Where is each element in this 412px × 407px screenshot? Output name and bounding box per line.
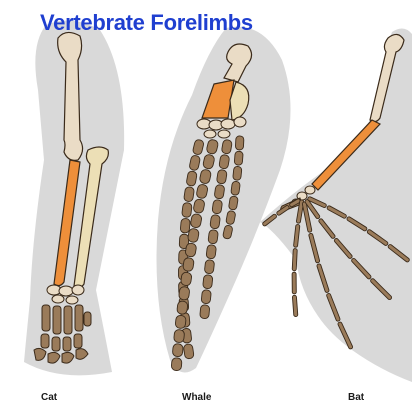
whale-digit-bone — [203, 275, 213, 289]
whale-digit-bone — [182, 202, 193, 217]
whale-digit-bone — [180, 272, 192, 286]
bat-finger-bone — [292, 295, 298, 316]
whale-digit-bone — [200, 305, 210, 319]
whale-digit-bone — [174, 329, 185, 343]
whale-digit-bone — [184, 186, 195, 202]
cat-label: Cat — [41, 392, 58, 403]
whale-digit-bone — [178, 286, 190, 300]
whale-digit-bone — [180, 218, 190, 233]
whale-digit-bone — [171, 358, 182, 371]
cat-forelimb: Cat — [24, 21, 124, 403]
bat-label: Bat — [348, 392, 365, 403]
whale-digit-bone — [228, 196, 238, 211]
whale-digit-bone — [183, 344, 194, 360]
whale-digit-bone — [201, 290, 211, 304]
whale-digit-bone — [204, 259, 214, 274]
whale-label: Whale — [182, 392, 212, 403]
bat-finger-bone — [292, 272, 296, 294]
whale-digit-bone — [233, 166, 242, 180]
whale-digit-bone — [214, 184, 225, 199]
whale-digit-bone — [208, 229, 219, 244]
whale-digit-bone — [172, 343, 183, 356]
whale-digit-bone — [175, 315, 186, 329]
bat-finger-bone — [292, 249, 297, 271]
page-title: Vertebrate Forelimbs — [40, 10, 253, 35]
whale-digit-bone — [234, 151, 243, 165]
whale-digit-bone — [177, 301, 189, 315]
whale-digit-bone — [235, 136, 244, 150]
whale-digit-bone — [212, 199, 223, 214]
whale-digit-bone — [206, 244, 217, 259]
whale-digit-bone — [231, 181, 241, 195]
whale-digit-bone — [210, 214, 221, 229]
